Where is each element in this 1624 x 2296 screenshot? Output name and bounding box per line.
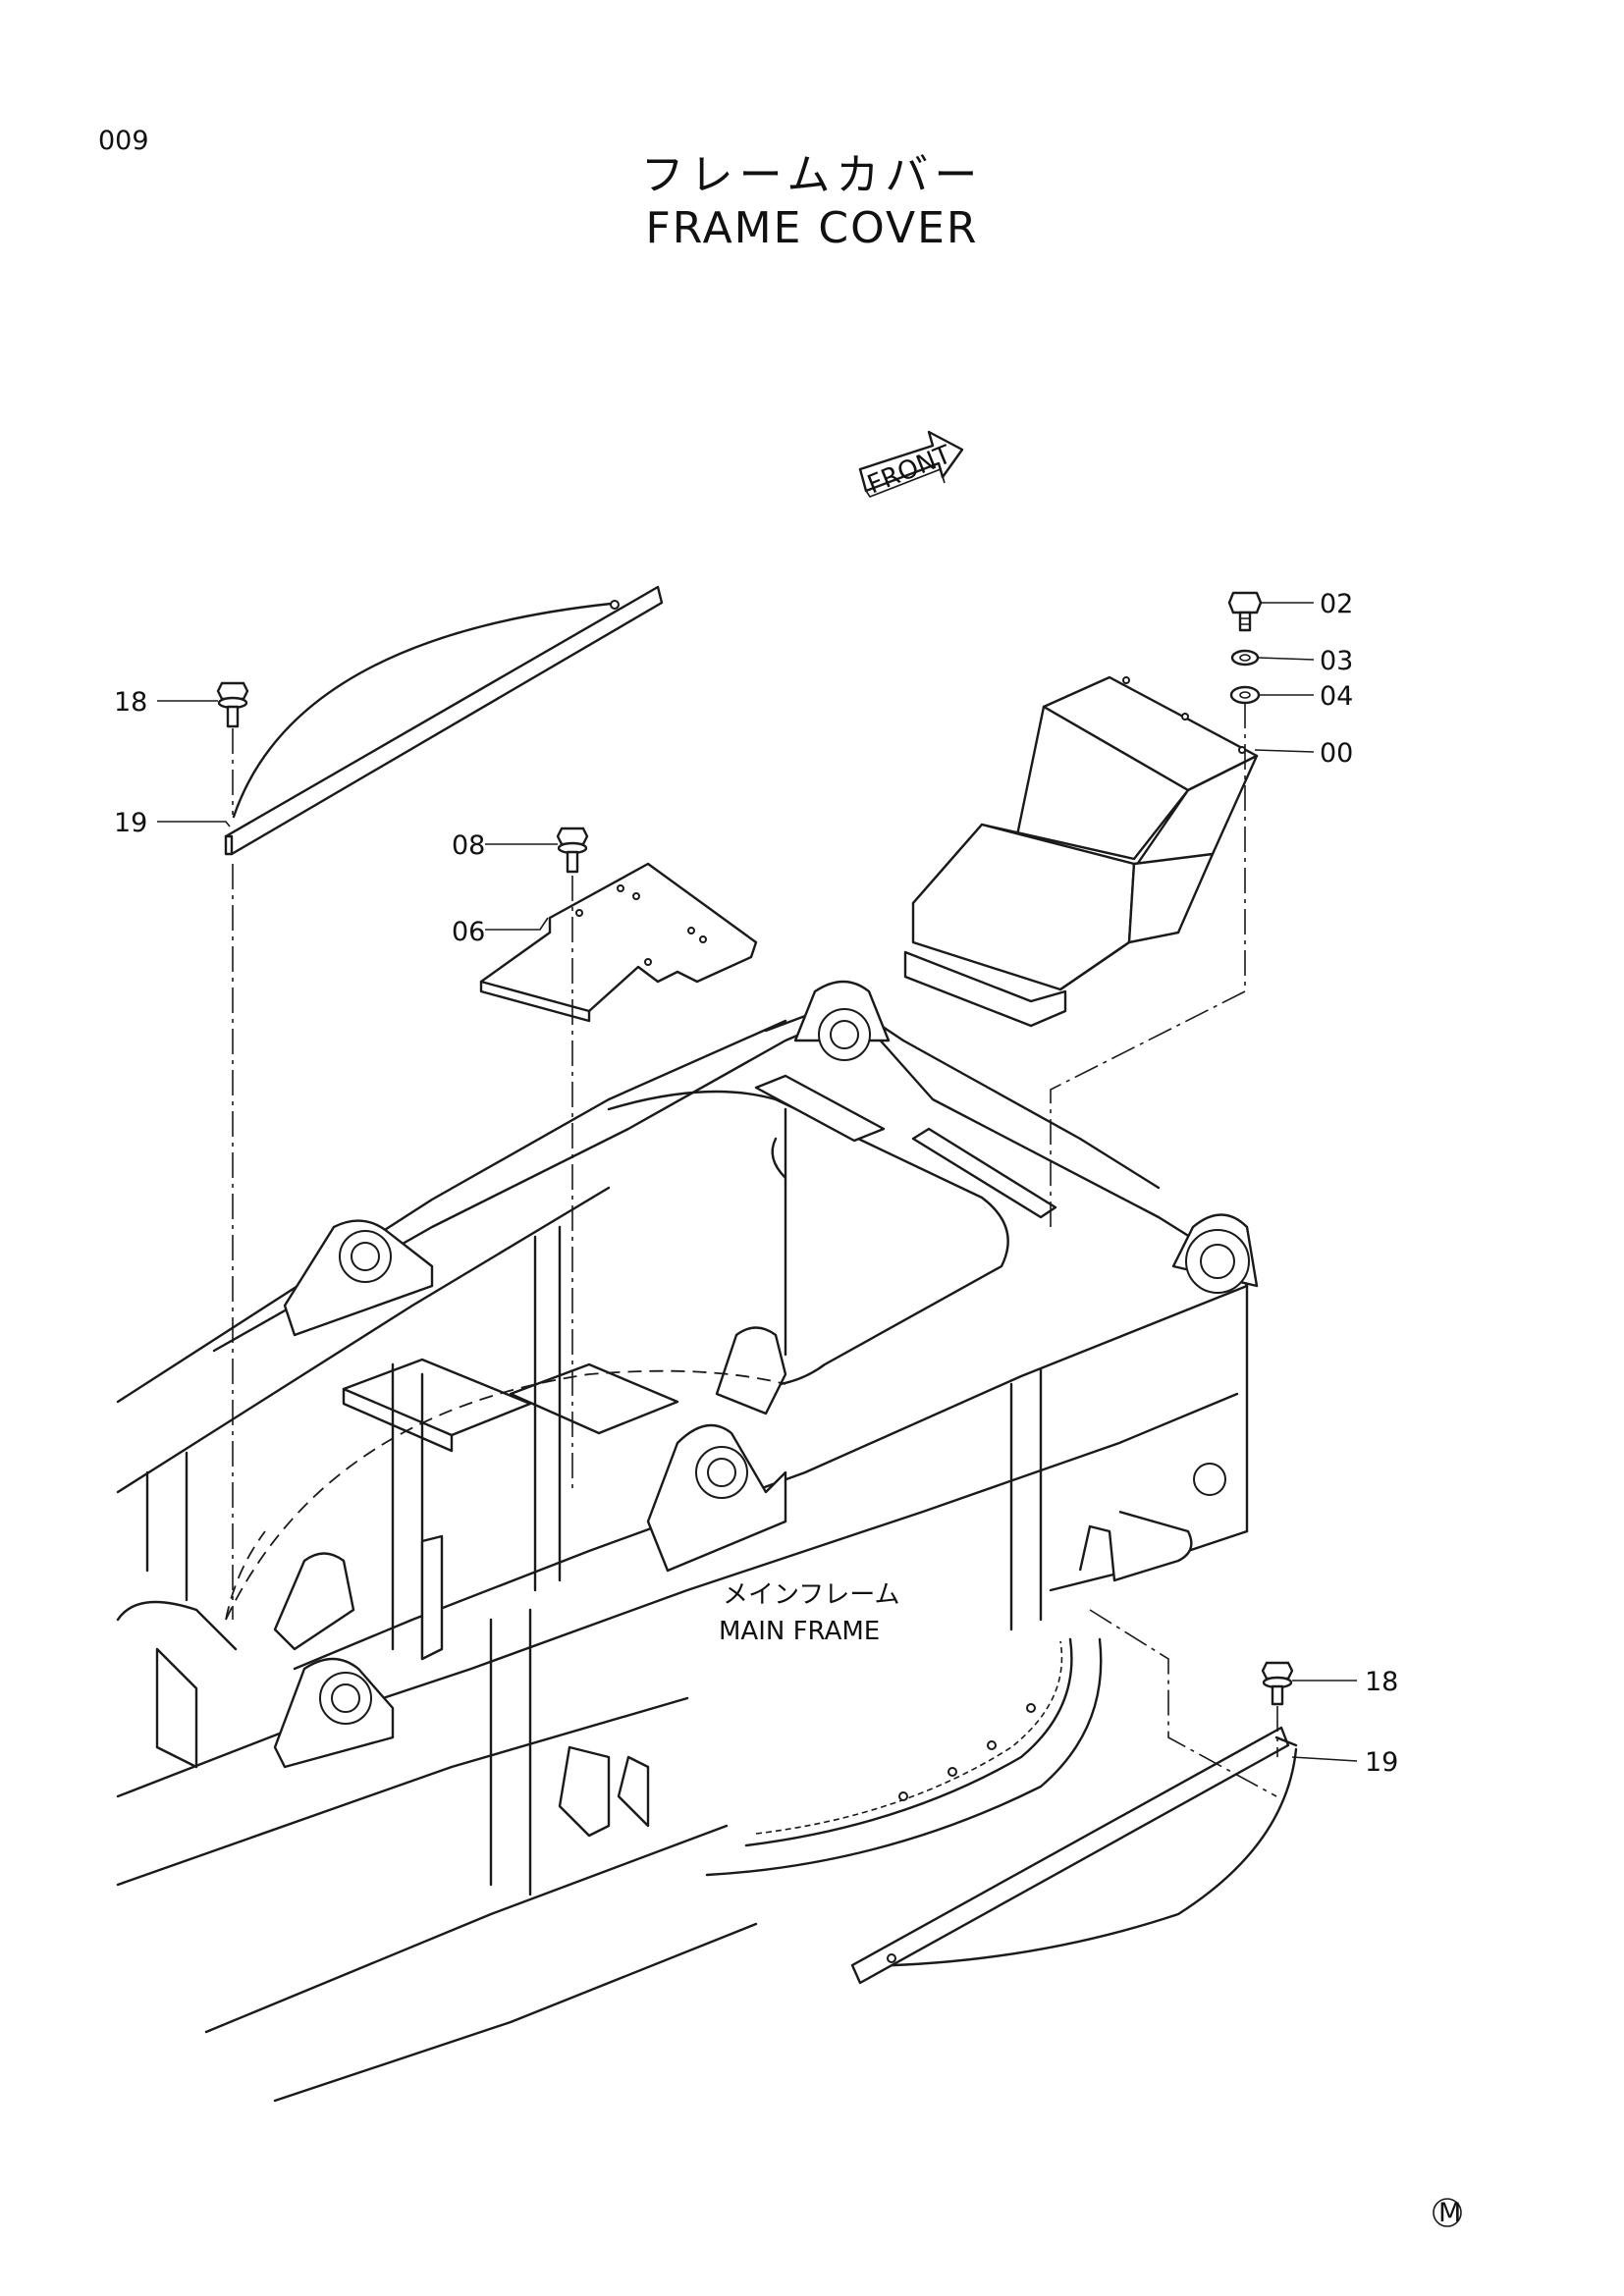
title-english: FRAME COVER xyxy=(645,203,979,253)
assembly-center-lines xyxy=(232,703,1278,1797)
part-06-cover-plate xyxy=(479,862,758,1023)
m-marker-letter: M xyxy=(1438,2198,1461,2228)
callout-08: 08 xyxy=(452,830,485,861)
leader-lines xyxy=(157,602,1358,1762)
callout-18-right: 18 xyxy=(1365,1667,1398,1697)
page-number: 009 xyxy=(98,126,149,156)
frame-side-hole xyxy=(1193,1463,1226,1496)
callout-03: 03 xyxy=(1320,646,1353,676)
part-00-frame-cover xyxy=(903,675,1259,1028)
front-direction-arrow: FRONT xyxy=(858,430,964,500)
front-arrow-label: FRONT xyxy=(863,440,955,500)
part-08-bolt-icon xyxy=(556,827,589,874)
callout-06: 06 xyxy=(452,917,485,947)
title-japanese: フレームカバー xyxy=(640,150,984,200)
part-18-left-bolt-icon xyxy=(216,681,249,728)
frame-mount-plate xyxy=(342,1358,679,1453)
callout-02: 02 xyxy=(1320,589,1353,619)
frame-boss-lower-left xyxy=(273,1552,395,1769)
callout-19-left: 19 xyxy=(114,808,147,838)
m-marker: M xyxy=(1433,2198,1462,2228)
frame-boss-center xyxy=(646,1326,787,1573)
main-frame xyxy=(116,980,1259,2103)
part-19-right-side-strip xyxy=(850,1726,1298,1985)
swing-gear xyxy=(705,1637,1103,1877)
frame-lower-bracket-right xyxy=(1078,1510,1193,1582)
frame-cover-rest-plate xyxy=(754,1074,886,1143)
main-frame-label-jp: メインフレーム xyxy=(723,1580,899,1610)
callout-19-right: 19 xyxy=(1365,1747,1398,1778)
part-02-bolt-icon xyxy=(1227,591,1263,632)
frame-boss-left xyxy=(283,1219,434,1337)
part-19-left-side-strip xyxy=(224,585,664,856)
callout-00: 00 xyxy=(1320,738,1353,769)
frame-cover-guide-strip xyxy=(911,1127,1057,1219)
part-03-spring-washer-icon xyxy=(1230,649,1260,667)
main-frame-label-en: MAIN FRAME xyxy=(719,1617,880,1646)
frame-boss-front-right xyxy=(1171,1213,1259,1294)
callout-04: 04 xyxy=(1320,681,1353,712)
callout-18-left: 18 xyxy=(114,687,147,718)
part-04-washer-icon xyxy=(1229,685,1261,705)
frame-lower-bracket-left-2 xyxy=(617,1755,650,1828)
frame-boss-rear-right xyxy=(793,980,891,1061)
frame-lower-bracket-left xyxy=(558,1745,611,1838)
part-18-right-bolt-icon xyxy=(1261,1661,1294,1706)
